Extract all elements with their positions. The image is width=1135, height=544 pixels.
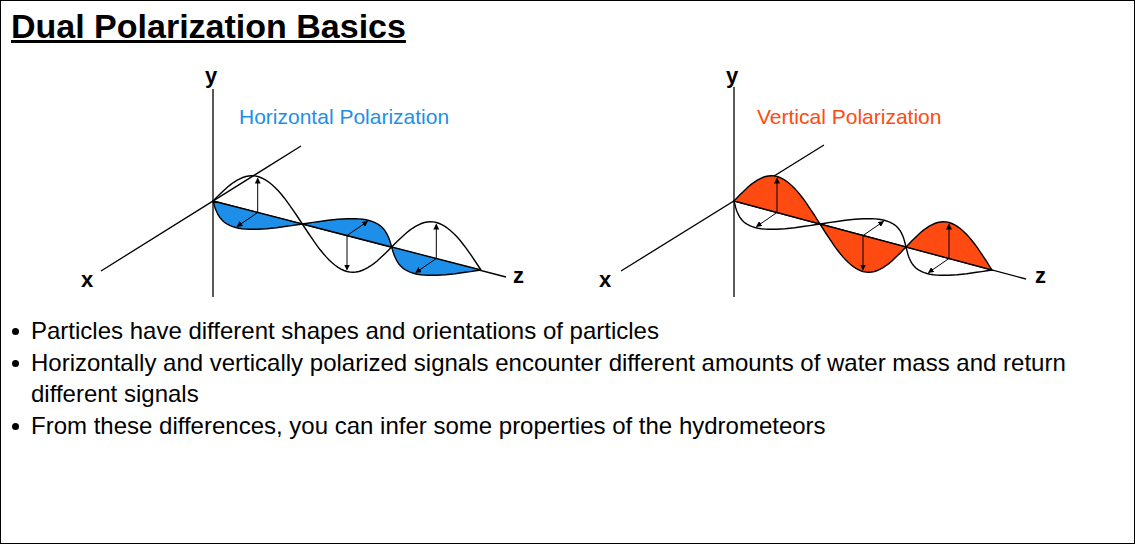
field-arrow [237, 213, 257, 227]
horizontal-wave [213, 201, 481, 275]
bullet-text: Particles have different shapes and orie… [1, 315, 1101, 346]
axis-label: z [1035, 263, 1046, 289]
field-arrow [757, 213, 777, 227]
bullet-text: Horizontally and vertically polarized si… [1, 347, 1101, 409]
field-arrow [949, 225, 950, 259]
y-axis [733, 87, 734, 297]
y-axis [212, 89, 213, 297]
vertical-wave [734, 176, 992, 272]
axis-label: x [599, 267, 611, 293]
field-arrow [347, 236, 348, 270]
bullet-dot [12, 328, 19, 335]
field-arrow [347, 222, 367, 236]
axis-label: z [513, 263, 524, 289]
field-arrow [257, 179, 258, 213]
field-arrow [777, 179, 778, 213]
bullet-dot [12, 423, 19, 430]
field-arrow [929, 259, 949, 273]
slide-title: Dual Polarization Basics [11, 7, 406, 46]
z-axis [213, 201, 506, 277]
polarization-label: Vertical Polarization [757, 105, 941, 129]
field-arrow [436, 225, 437, 259]
axis-label: y [726, 63, 738, 89]
bullet-text: From these differences, you can infer so… [1, 410, 1101, 441]
x-axis [101, 146, 301, 271]
field-arrow [863, 222, 883, 236]
axis-label: y [205, 63, 217, 89]
field-arrow [416, 259, 436, 273]
axis-label: x [81, 267, 93, 293]
field-arrow [863, 236, 864, 270]
polarization-label: Horizontal Polarization [239, 105, 449, 129]
bullet-list: Particles have different shapes and orie… [1, 315, 1101, 442]
bullet-dot [12, 360, 19, 367]
